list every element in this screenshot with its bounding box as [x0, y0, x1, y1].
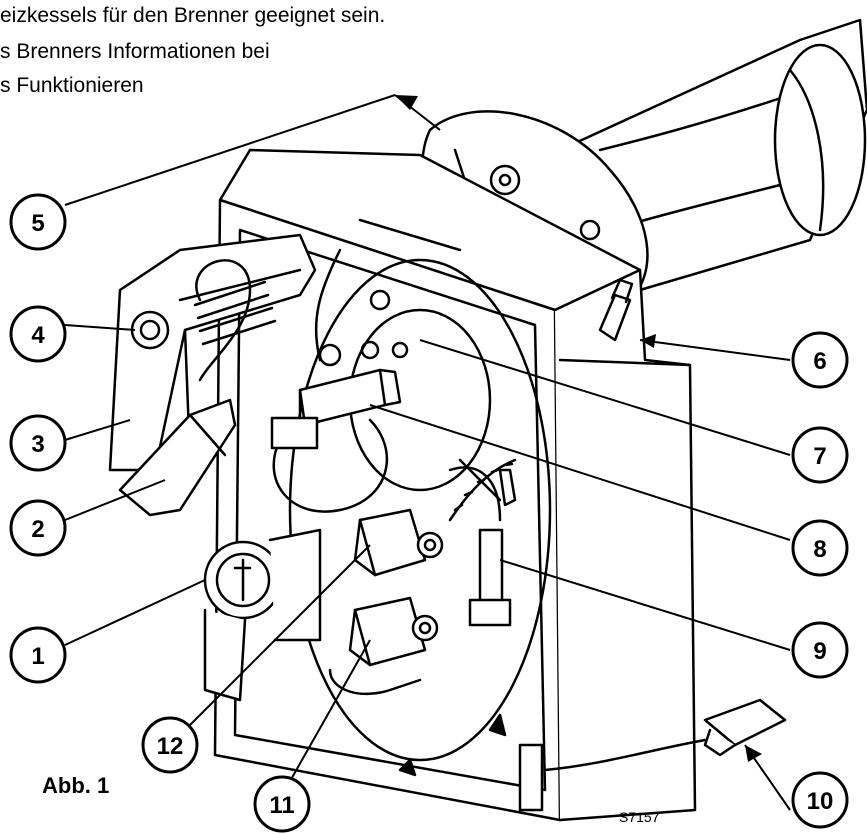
callout-2: 2	[9, 499, 67, 557]
callout-8: 8	[791, 519, 849, 577]
callout-6: 6	[791, 331, 849, 389]
callout-1: 1	[9, 626, 67, 684]
header-text-line-3: s Funktionieren	[0, 74, 144, 97]
callout-3-label: 3	[31, 431, 44, 458]
burner-housing	[213, 148, 697, 822]
solenoid-valve-2	[328, 596, 439, 696]
callout-10: 10	[791, 771, 849, 829]
solenoid-valve-1	[353, 508, 444, 577]
callout-4: 4	[9, 305, 67, 363]
callout-9: 9	[791, 621, 849, 679]
oil-pump	[203, 528, 322, 702]
callout-8-label: 8	[813, 536, 826, 563]
callout-10-label: 10	[807, 788, 834, 815]
air-damper-adjuster	[448, 458, 517, 627]
callout-7: 7	[791, 426, 849, 484]
control-box	[108, 233, 317, 472]
header-text-line-2: s Brenners Informationen bei	[0, 40, 270, 63]
callout-12: 12	[141, 716, 199, 774]
electrical-plug	[518, 698, 787, 812]
callout-5-label: 5	[31, 210, 44, 237]
leader-arrowheads	[395, 95, 762, 762]
callout-7-label: 7	[813, 443, 826, 470]
callout-11-label: 11	[269, 792, 294, 819]
callout-2-label: 2	[31, 516, 44, 543]
side-connector	[598, 278, 634, 342]
figure-caption: Abb. 1	[42, 773, 110, 798]
wiring	[195, 259, 252, 382]
drawing-code: S7157	[619, 809, 660, 825]
callout-9-label: 9	[813, 638, 826, 665]
callout-1-label: 1	[31, 643, 44, 670]
callout-5: 5	[9, 193, 67, 251]
header-text-line-1: eizkessels für den Brenner geeignet sein…	[0, 4, 386, 27]
callout-4-label: 4	[31, 322, 45, 349]
ignition-transformer	[270, 368, 402, 450]
callout-11: 11	[253, 775, 311, 833]
wiring-loop	[272, 418, 389, 513]
callout-3: 3	[9, 414, 67, 472]
callout-6-label: 6	[813, 348, 826, 375]
callout-12-label: 12	[157, 733, 184, 760]
callouts: 1 2 3 4 5 6 7 8	[9, 193, 849, 833]
fan-housing	[288, 248, 552, 762]
